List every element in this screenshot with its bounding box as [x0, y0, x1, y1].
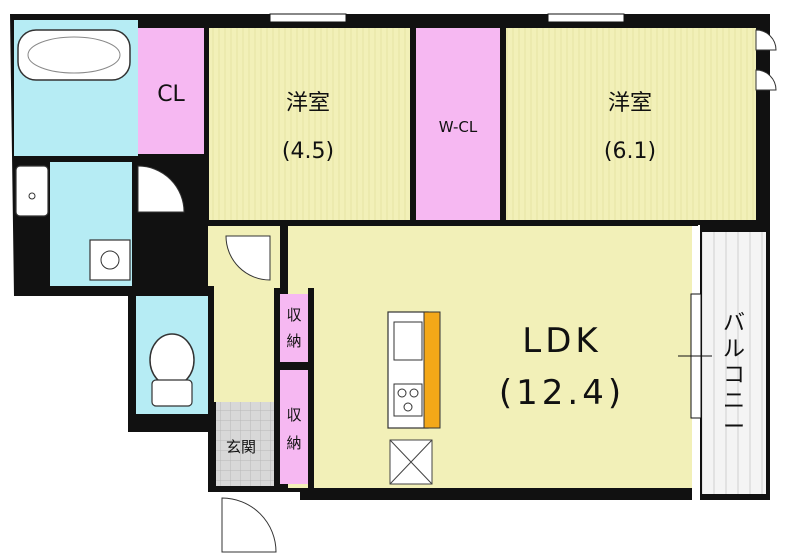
western-room-1-floor — [208, 28, 410, 220]
wall-toilet-right — [208, 286, 214, 432]
wall-wcl-right — [500, 20, 506, 220]
room-label-balcony-5: ー — [723, 415, 745, 440]
wash-basin-drain — [28, 192, 36, 200]
bathtub — [17, 29, 131, 81]
room-size-ldk: (12.4) — [499, 373, 625, 413]
room-label-western-1: 洋室 — [286, 91, 330, 116]
closet-cl-floor — [138, 28, 204, 154]
window-room-1 — [269, 13, 347, 23]
room-label-storage-2-b: 納 — [286, 434, 301, 452]
room-label-balcony-3: コ — [723, 363, 745, 388]
room-size-western-2: (6.1) — [604, 139, 656, 164]
door-exterior-right-2 — [755, 69, 777, 91]
room-label-storage-2-a: 収 — [286, 406, 301, 424]
ldk-floor — [288, 226, 692, 488]
stove-burner-3 — [403, 402, 413, 412]
wall-cl-right — [204, 20, 209, 226]
wall-storage-mid — [274, 362, 314, 370]
room-label-western-2: 洋室 — [608, 91, 652, 116]
room-label-balcony-4: ニ — [723, 389, 745, 414]
kitchen-sink — [393, 321, 423, 361]
walk-in-closet-floor — [416, 28, 500, 220]
toilet-bowl — [149, 333, 195, 387]
refrigerator-cross — [389, 439, 433, 485]
room-label-storage-1-a: 収 — [286, 306, 301, 324]
toilet-tank — [151, 379, 193, 407]
door-exterior-right-1 — [755, 29, 777, 51]
room-label-balcony-2: ル — [723, 337, 745, 362]
wall-wash-right — [132, 162, 138, 296]
wall-rooms-bottom — [208, 220, 698, 226]
room-label-balcony-1: バ — [723, 311, 745, 336]
room-label-entrance: 玄関 — [226, 438, 256, 456]
kitchen-counter-edge — [423, 311, 441, 429]
room-label-closet: CL — [157, 82, 185, 107]
wall-wash-bottom — [44, 286, 136, 292]
window-room-2 — [547, 13, 625, 23]
door-washroom — [137, 165, 185, 213]
door-entrance — [221, 497, 277, 553]
western-room-2-floor — [506, 28, 756, 220]
wall-storage-left — [274, 288, 280, 488]
balcony-floor — [702, 232, 766, 494]
storage-2-floor — [280, 370, 308, 484]
room-size-western-1: (4.5) — [282, 139, 334, 164]
entrance-floor — [216, 402, 278, 486]
door-hallway — [225, 235, 271, 281]
wall-toilet-bottom — [128, 414, 214, 432]
wall-storage-right — [308, 288, 314, 488]
wall-bath-bottom — [14, 156, 204, 162]
washing-machine-space — [89, 239, 131, 281]
stove-burner-2 — [409, 388, 419, 398]
room-label-walk-in-closet: W-CL — [439, 118, 478, 136]
room-label-ldk: LDK — [522, 321, 601, 361]
wall-wash-left — [44, 162, 50, 290]
washing-machine-drain — [100, 250, 120, 270]
storage-1-floor — [280, 294, 308, 362]
wash-basin — [15, 165, 49, 217]
room-label-storage-1-b: 納 — [286, 332, 301, 350]
wall-room-divider — [410, 20, 416, 220]
bathtub-inner — [27, 36, 121, 74]
stove-burner-1 — [397, 388, 407, 398]
